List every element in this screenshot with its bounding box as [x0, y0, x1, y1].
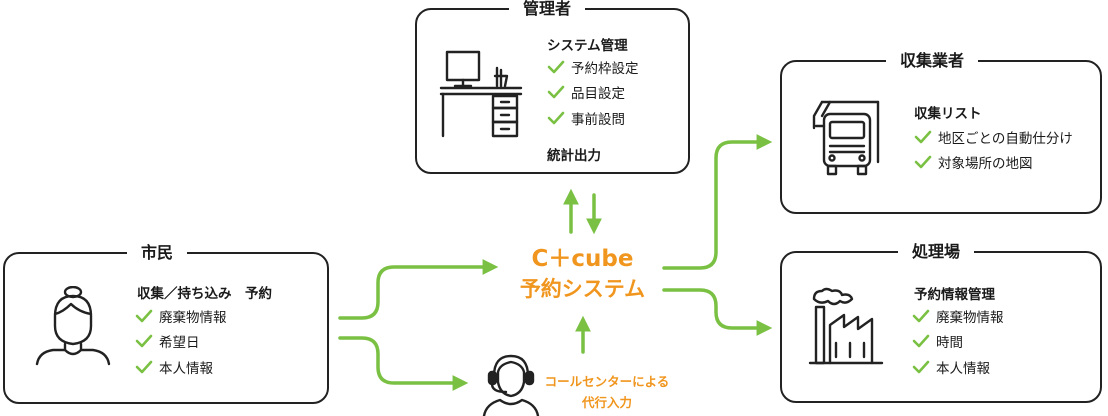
citizen-box: 市民 収集／持ち込み 予約 廃棄物情報 希望日 本人情報 [3, 242, 329, 404]
list-item: 時間 [912, 329, 1004, 355]
list-item-label: 品目設定 [571, 86, 625, 103]
checkmark-icon [547, 111, 565, 125]
list-item: 希望日 [135, 329, 227, 355]
list-item-label: 廃棄物情報 [159, 309, 227, 326]
list-item: 地区ごとの自動仕分け [914, 124, 1073, 150]
admin-box: 管理者 システム管理 予約枠設定 品目設定 事前設問 統計出力 [415, 0, 690, 174]
call-center-label: コールセンターによる 代行入力 [532, 371, 682, 413]
list-item-label: 事前設問 [571, 111, 625, 128]
plant-box: 処理場 予約情報管理 廃棄物情報 時間 本人情報 [780, 241, 1102, 403]
call-center-line1: コールセンターによる [544, 374, 670, 389]
list-item-label: 地区ごとの自動仕分け [938, 130, 1073, 147]
person-icon [35, 286, 111, 366]
plant-title: 処理場 [898, 241, 975, 263]
list-item-label: 本人情報 [159, 360, 213, 377]
checkmark-icon [135, 334, 153, 348]
factory-icon [808, 287, 884, 365]
list-item-label: 希望日 [159, 335, 200, 352]
system-name: C＋cube [531, 246, 634, 272]
admin-heading-stats: 統計出力 [547, 148, 601, 164]
checkmark-icon [914, 155, 932, 169]
list-item-label: 時間 [936, 335, 963, 352]
list-item: 品目設定 [547, 80, 639, 106]
checkmark-icon [547, 85, 565, 99]
list-item: 対象場所の地図 [914, 150, 1073, 176]
admin-heading: システム管理 [547, 38, 628, 54]
checkmark-icon [912, 334, 930, 348]
admin-title: 管理者 [509, 0, 586, 20]
arrow-system-to-plant [662, 288, 773, 336]
arrow-citizen-to-system [338, 259, 499, 320]
plant-list: 廃棄物情報 時間 本人情報 [912, 303, 1004, 380]
list-item: 廃棄物情報 [912, 303, 1004, 329]
call-center-line2: 代行入力 [581, 395, 632, 410]
desk-computer-icon [439, 50, 523, 138]
checkmark-icon [912, 309, 930, 323]
list-item: 事前設問 [547, 105, 639, 131]
truck-icon [812, 100, 880, 176]
citizen-heading: 収集／持ち込み 予約 [137, 286, 272, 302]
arrow-system-to-collector [662, 134, 773, 270]
collector-list: 地区ごとの自動仕分け 対象場所の地図 [914, 124, 1073, 175]
citizen-list: 廃棄物情報 希望日 本人情報 [135, 303, 227, 380]
list-item-label: 対象場所の地図 [938, 156, 1033, 173]
checkmark-icon [914, 130, 932, 144]
citizen-title: 市民 [127, 242, 188, 264]
list-item: 予約枠設定 [547, 54, 639, 80]
list-item-label: 廃棄物情報 [936, 309, 1004, 326]
list-item-label: 予約枠設定 [571, 60, 639, 77]
list-item: 廃棄物情報 [135, 303, 227, 329]
checkmark-icon [547, 60, 565, 74]
checkmark-icon [912, 360, 930, 374]
checkmark-icon [135, 360, 153, 374]
list-item: 本人情報 [912, 354, 1004, 380]
admin-list: 予約枠設定 品目設定 事前設問 [547, 54, 639, 131]
collector-box: 収集業者 収集リスト 地区ごとの自動仕分け 対象場所の地図 [780, 50, 1102, 214]
system-label: C＋cube 予約システム [500, 244, 665, 304]
list-item: 本人情報 [135, 354, 227, 380]
checkmark-icon [135, 309, 153, 323]
collector-heading: 収集リスト [914, 106, 982, 122]
operator-headset-icon [482, 354, 540, 416]
arrow-citizen-to-callcenter [338, 336, 469, 391]
system-subtitle: 予約システム [519, 277, 646, 301]
list-item-label: 本人情報 [936, 360, 990, 377]
collector-title: 収集業者 [886, 50, 979, 72]
plant-heading: 予約情報管理 [914, 287, 995, 303]
